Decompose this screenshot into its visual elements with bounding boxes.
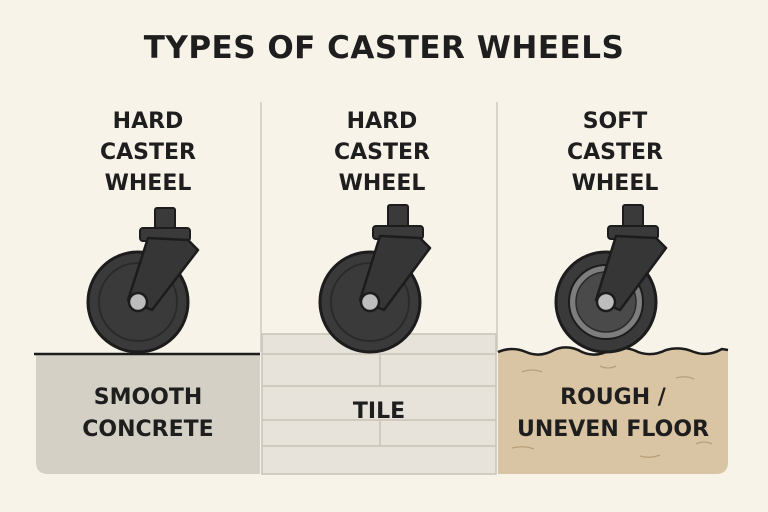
soft-caster-wheel-icon (554, 204, 668, 354)
page-title: TYPES OF CASTER WHEELS (143, 30, 625, 66)
panel-divider-left (260, 102, 262, 352)
hard-caster-wheel-icon (318, 204, 432, 354)
wheel-label-3: SOFT CASTER WHEEL (567, 109, 663, 196)
surface-label-2: TILE (352, 399, 406, 424)
surface-smooth-concrete (34, 352, 260, 474)
surface-tile (261, 333, 497, 475)
surface-label-3: ROUGH / UNEVEN FLOOR (516, 385, 710, 442)
wheel-label-2: HARD CASTER WHEEL (334, 109, 430, 196)
hard-caster-wheel-icon (86, 207, 200, 354)
panel-divider-right (496, 102, 498, 352)
wheel-label-1: HARD CASTER WHEEL (100, 109, 196, 196)
surface-label-1: SMOOTH CONCRETE (82, 385, 214, 442)
